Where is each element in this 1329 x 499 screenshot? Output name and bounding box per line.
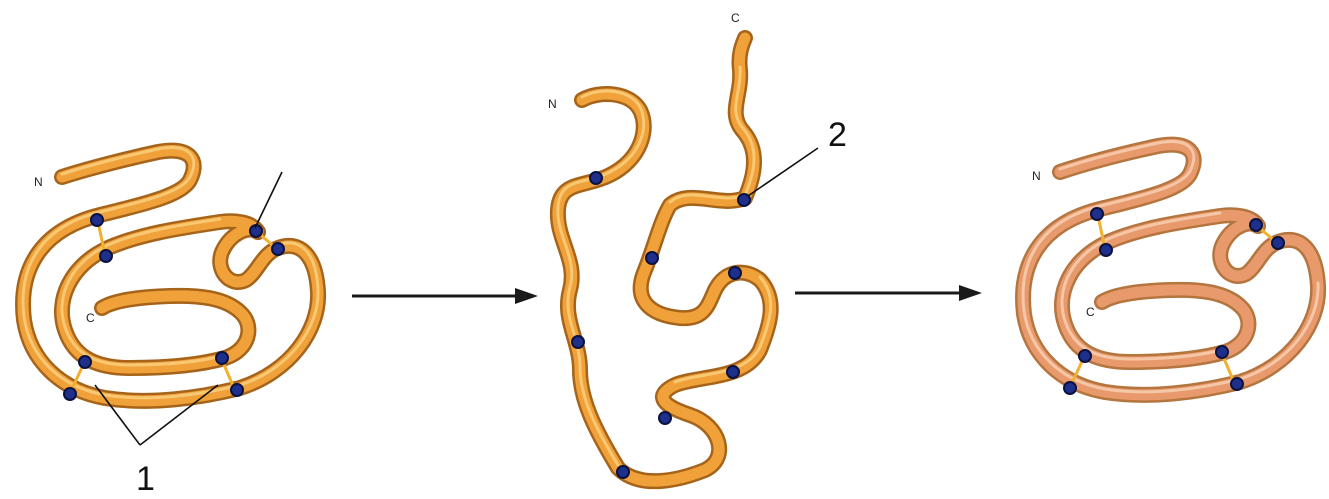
cysteine-residue bbox=[1272, 237, 1284, 249]
cysteine-residue bbox=[1091, 208, 1103, 220]
cysteine-residue bbox=[231, 384, 243, 396]
native-protein-right: N C bbox=[1023, 142, 1318, 395]
cysteine-residue bbox=[572, 336, 584, 348]
n-terminus-label: N bbox=[1032, 169, 1041, 183]
cysteine-residue bbox=[79, 356, 91, 368]
bond-pointer bbox=[255, 172, 282, 228]
cysteine-residue bbox=[729, 267, 741, 279]
c-terminus-label: C bbox=[86, 311, 95, 325]
cysteine-residue bbox=[216, 352, 228, 364]
cysteine-residue bbox=[1064, 382, 1076, 394]
cysteine-residue bbox=[1100, 244, 1112, 256]
cysteine-residue bbox=[646, 252, 658, 264]
cysteine-residue bbox=[590, 172, 602, 184]
cysteine-residue bbox=[727, 366, 739, 378]
arrow-renaturation bbox=[795, 285, 982, 301]
cysteine-residue bbox=[617, 466, 629, 478]
cysteine-residue bbox=[659, 412, 671, 424]
n-terminus-label: N bbox=[34, 175, 43, 189]
cysteine-residue bbox=[1231, 378, 1243, 390]
c-terminus-label: C bbox=[731, 11, 740, 25]
cysteine-residue bbox=[100, 250, 112, 262]
callout-1-label: 1 bbox=[136, 460, 155, 498]
cysteine-residue bbox=[1250, 219, 1262, 231]
n-terminus-label: N bbox=[548, 97, 557, 111]
denatured-protein: N C 2 bbox=[548, 11, 847, 481]
polypeptide-chain-right bbox=[1023, 142, 1318, 395]
cysteine-residue bbox=[91, 214, 103, 226]
cysteine-residue bbox=[1079, 350, 1091, 362]
polypeptide-chain-left bbox=[23, 148, 318, 401]
cysteine-residue bbox=[1216, 346, 1228, 358]
c-terminus-label: C bbox=[1086, 305, 1095, 319]
cysteine-residue bbox=[64, 388, 76, 400]
callout-2-label: 2 bbox=[828, 116, 847, 154]
cysteine-residue bbox=[272, 243, 284, 255]
arrow-denaturation bbox=[352, 288, 538, 304]
native-protein-left: N C 1 bbox=[23, 148, 318, 498]
